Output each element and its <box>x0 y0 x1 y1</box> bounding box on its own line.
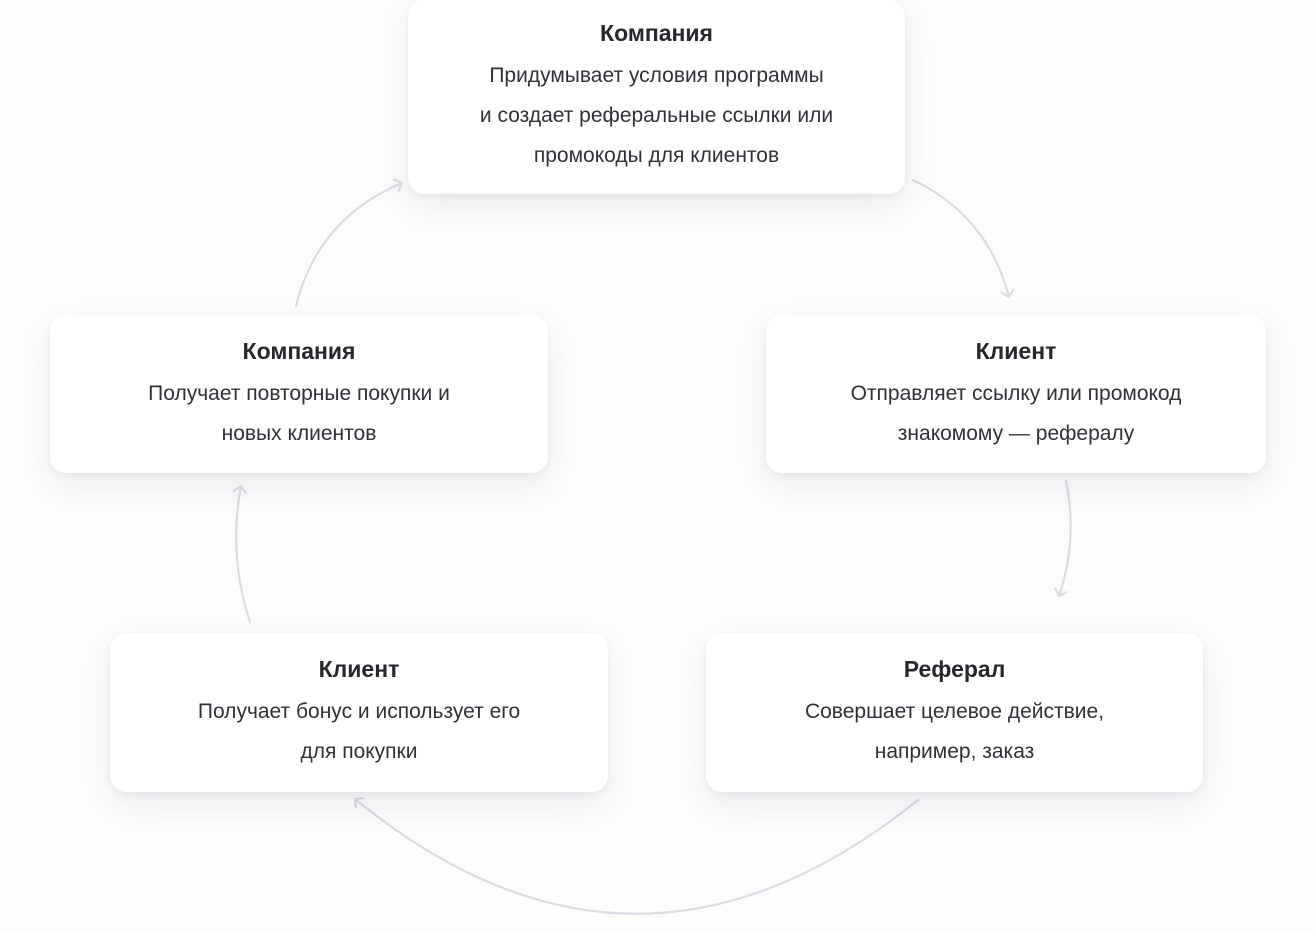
card-company-create: Компания Придумывает условия программы и… <box>408 0 905 194</box>
card-client-bonus-body: Получает бонус и использует его для поку… <box>197 700 521 763</box>
arrow-company-to-top-icon <box>294 178 404 308</box>
arrow-client-to-referral-icon <box>1054 479 1072 598</box>
arrow-client-to-company-icon <box>232 484 252 624</box>
arrow-company-to-client-icon <box>911 178 1015 299</box>
card-referral-action-title: Реферал <box>903 656 1006 682</box>
card-company-result: Компания Получает повторные покупки и но… <box>50 315 548 473</box>
card-referral-action: Реферал Совершает целевое действие, напр… <box>706 633 1203 792</box>
card-client-bonus-title: Клиент <box>318 656 400 682</box>
card-referral-action-body: Совершает целевое действие, например, за… <box>804 700 1105 763</box>
card-client-share-title: Клиент <box>975 338 1057 364</box>
arrow-referral-to-client-icon <box>353 797 920 915</box>
card-company-create-body: Придумывает условия программы и создает … <box>479 64 834 167</box>
card-client-share: Клиент Отправляет ссылку или промокод зн… <box>766 315 1266 473</box>
card-company-result-title: Компания <box>242 338 356 364</box>
card-client-bonus: Клиент Получает бонус и использует его д… <box>110 633 608 792</box>
card-company-create-title: Компания <box>600 20 713 46</box>
card-company-result-body: Получает повторные покупки и новых клиен… <box>148 382 450 445</box>
card-client-share-body: Отправляет ссылку или промокод знакомому… <box>850 382 1182 445</box>
